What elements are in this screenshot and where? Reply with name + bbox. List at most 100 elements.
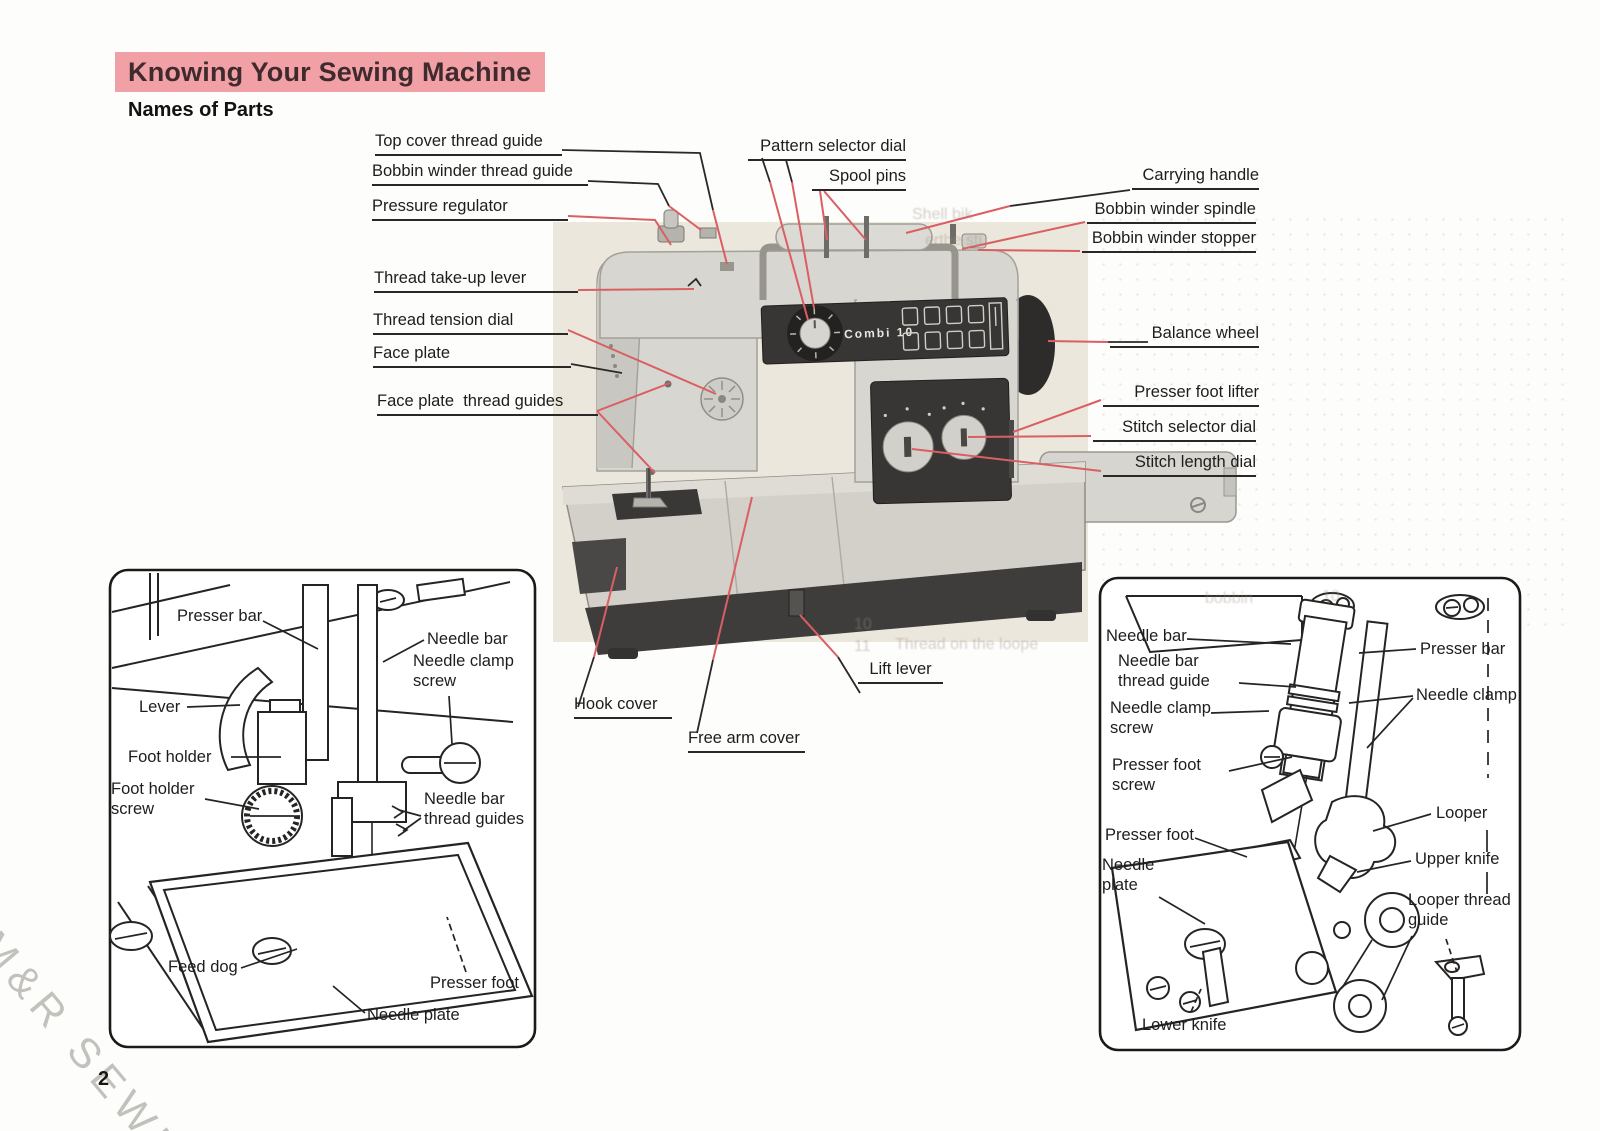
halftone-dots — [1095, 212, 1570, 632]
inset-label-needle-bar-thread-guides: Needle bar thread guides — [424, 790, 524, 829]
inset-label-looper-thread-guide: Looper thread guide — [1408, 891, 1511, 930]
ghost-text: bobbin — [1205, 590, 1254, 607]
leader-lines — [561, 149, 1148, 734]
label-face-plate-thread-guides: Face plate thread guides — [377, 391, 598, 417]
page-number: 2 — [98, 1068, 110, 1090]
inset-label-presser-bar-r: Presser bar — [1420, 640, 1506, 658]
plate-screw — [109, 921, 153, 951]
label-bobbin-winder-thread-guide: Bobbin winder thread guide — [372, 161, 588, 187]
dial-panel — [870, 377, 1012, 505]
label-pressure-regulator: Pressure regulator — [372, 196, 568, 222]
inset-label-needle-clamp: Needle clamp — [1416, 686, 1517, 704]
inset-label-presser-foot-r: Presser foot — [1105, 826, 1194, 844]
label-face-plate: Face plate — [373, 343, 571, 369]
carrying-handle — [759, 223, 959, 300]
inset-label-needle-plate-r: Needle plate — [1102, 856, 1155, 895]
inset-label-foot-holder-screw: Foot holder screw — [111, 780, 195, 819]
presser-bar-part — [302, 584, 329, 761]
label-hook-cover: Hook cover — [574, 694, 672, 720]
needle-clamp-screw-part — [439, 742, 481, 784]
needle-area-inset — [108, 568, 537, 1049]
presser-foot-lifter-rod — [1009, 420, 1014, 478]
roller — [1333, 979, 1387, 1033]
overlock-inset — [1098, 576, 1522, 1052]
thread-take-up-lever — [687, 277, 702, 287]
free-arm-seam — [831, 476, 846, 596]
inset-label-lever: Lever — [139, 698, 181, 716]
inset-label-foot-holder: Foot holder — [128, 748, 212, 766]
presser-foot-screw-part — [1260, 745, 1284, 769]
pressure-regulator — [657, 209, 685, 243]
machine-foot — [1026, 610, 1056, 621]
inset-label-needle-bar: Needle bar — [427, 630, 508, 648]
label-lift-lever: Lift lever — [858, 659, 943, 685]
foot-holder-screw-part — [241, 785, 303, 847]
inset-leader-lines — [1158, 638, 1458, 1013]
lever-part — [218, 666, 274, 772]
label-balance-wheel: Balance wheel — [1110, 323, 1259, 349]
brand-text: Combi 10 — [844, 325, 914, 341]
machine-base — [585, 562, 1082, 655]
inset-label-looper: Looper — [1436, 804, 1488, 822]
pattern-panel: Combi 10 — [760, 297, 1010, 365]
inset-label-needle-plate: Needle plate — [367, 1006, 460, 1024]
label-carrying-handle: Carrying handle — [1132, 165, 1259, 191]
label-spool-pins: Spool pins — [812, 166, 906, 192]
looper-part — [1314, 795, 1397, 879]
label-thread-tension-dial: Thread tension dial — [373, 310, 568, 336]
inset-label-presser-bar: Presser bar — [177, 607, 263, 625]
inset-leader-lines — [186, 620, 467, 1014]
label-pattern-selector-dial: Pattern selector dial — [748, 136, 906, 162]
pattern-symbols — [901, 302, 1004, 351]
inset-label-upper-knife: Upper knife — [1415, 850, 1500, 868]
inset-label-presser-foot: Presser foot — [430, 974, 519, 992]
ghost-text: 10 — [1322, 588, 1340, 605]
needle-bar-thread-guide-part — [395, 823, 409, 837]
label-bobbin-winder-stopper: Bobbin winder stopper — [1082, 228, 1256, 254]
roller — [1364, 892, 1420, 948]
label-bobbin-winder-spindle: Bobbin winder spindle — [1087, 199, 1256, 225]
needle-plate-part — [148, 841, 534, 1044]
inset-label-feed-dog: Feed dog — [168, 958, 238, 976]
ghost-text: 11 — [854, 638, 871, 655]
inset-label-needle-bar-thread-guide-r: Needle bar thread guide — [1118, 652, 1210, 691]
inset-label-lower-knife: Lower knife — [1142, 1016, 1227, 1034]
inset-label-presser-foot-screw: Presser foot screw — [1112, 756, 1201, 795]
label-stitch-selector-dial: Stitch selector dial — [1093, 417, 1256, 443]
hook-cover-end — [572, 538, 626, 594]
fold-dashes — [1486, 598, 1489, 894]
needle-bar-part — [1273, 598, 1356, 782]
page-title: Knowing Your Sewing Machine — [128, 57, 532, 87]
needle-assembly — [632, 468, 669, 508]
ghost-text: erthe sti — [925, 232, 982, 249]
foot-holder-part — [257, 711, 307, 785]
needle-bar-part — [357, 584, 378, 804]
lower-knife-part — [1201, 946, 1230, 1008]
label-presser-foot-lifter: Presser foot lifter — [1103, 382, 1259, 408]
stitch-length-dial — [882, 421, 934, 473]
label-thread-take-up-lever: Thread take-up lever — [374, 268, 578, 294]
inset-label-needle-clamp-screw: Needle clamp screw — [413, 652, 514, 691]
thread-tension-dial — [700, 377, 744, 421]
top-cover-thread-guide-part — [720, 262, 734, 271]
bobbin-winder-thread-guide-part — [699, 227, 717, 239]
upper-knife-part — [1316, 854, 1358, 894]
label-top-cover-thread-guide: Top cover thread guide — [375, 131, 562, 157]
plate-screw — [252, 937, 292, 965]
stitch-selector-dial — [941, 414, 987, 460]
shelf-screw — [1435, 594, 1485, 620]
lift-lever-latch — [788, 589, 805, 617]
ghost-text: 10 — [854, 616, 872, 633]
label-free-arm-cover: Free arm cover — [688, 728, 805, 754]
inset-label-needle-clamp-screw-r: Needle clamp screw — [1110, 699, 1211, 738]
label-stitch-length-dial: Stitch length dial — [1103, 452, 1256, 478]
looper-thread-guide-part — [1434, 954, 1486, 1036]
needle-bar-thread-guide-part — [391, 805, 405, 819]
spool-pin — [864, 216, 869, 258]
machine-foot — [608, 648, 638, 659]
page-subtitle: Names of Parts — [128, 99, 274, 121]
inset-label-needle-bar-r: Needle bar — [1106, 627, 1187, 645]
ghost-text: Shell bik — [912, 206, 973, 223]
